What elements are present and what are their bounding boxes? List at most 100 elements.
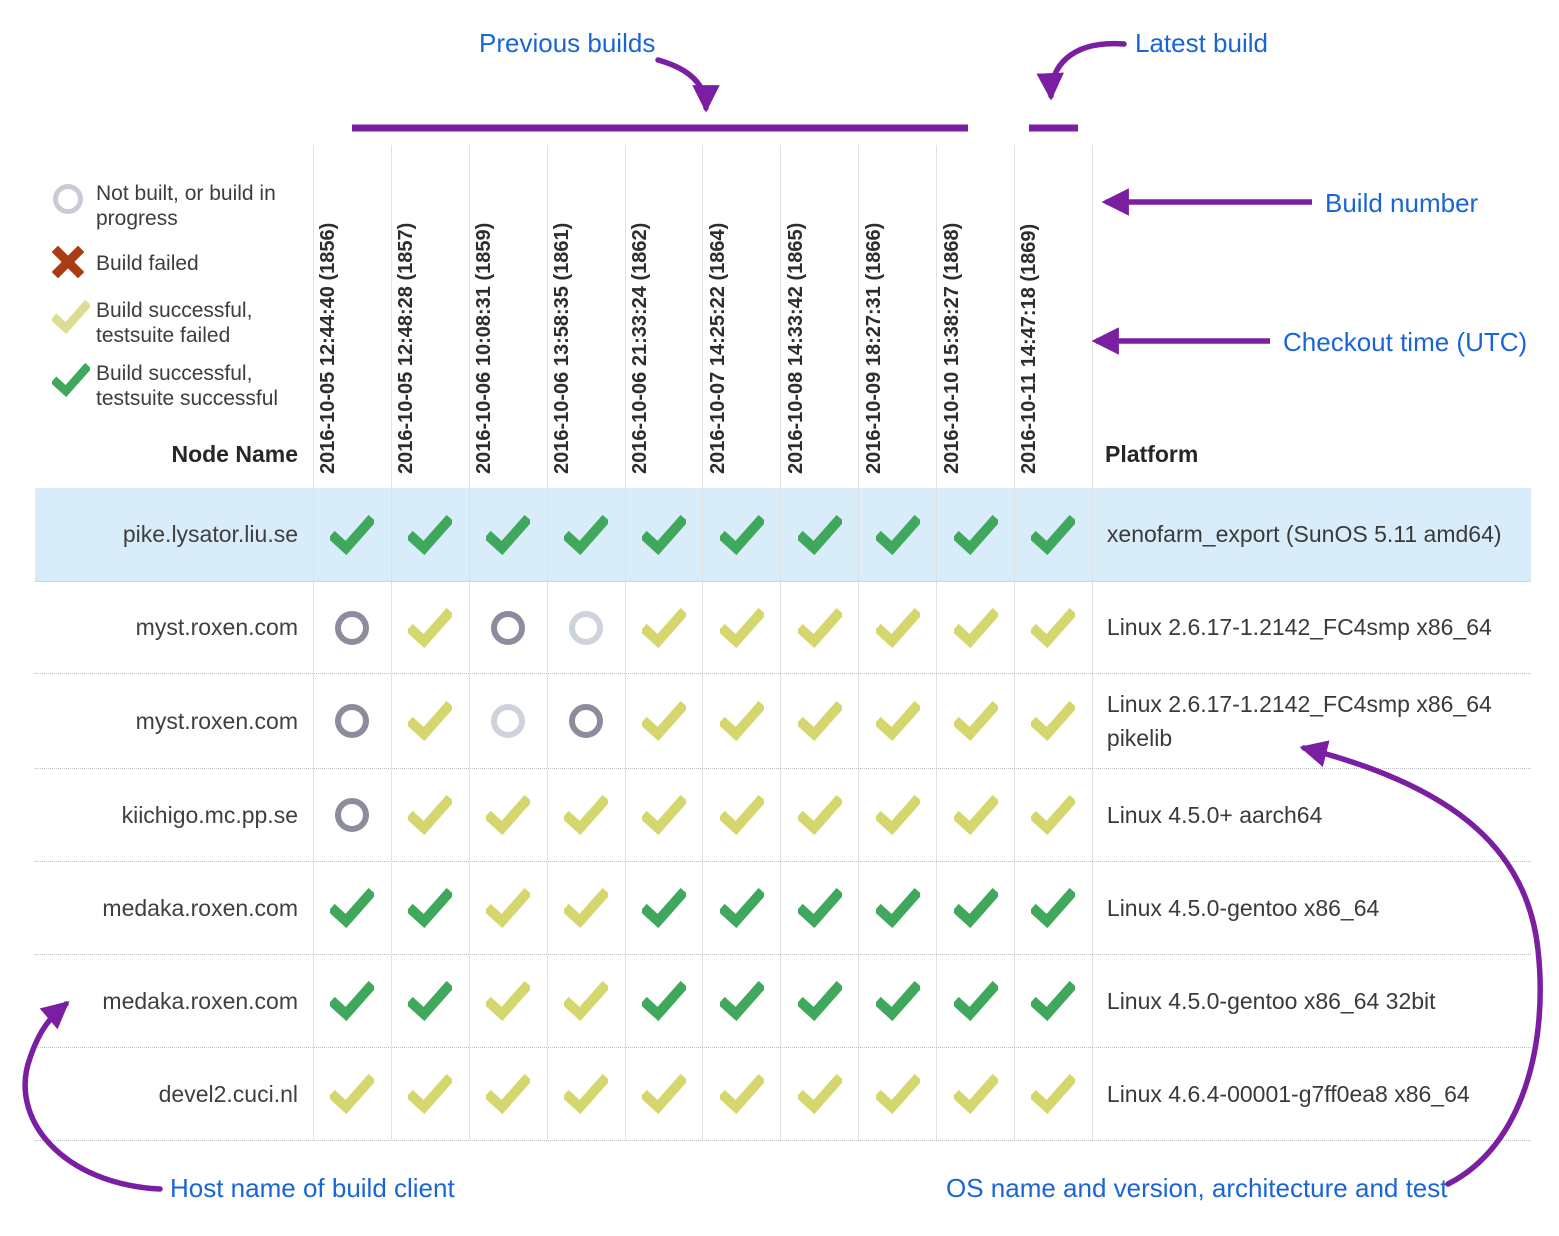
not-built-icon	[52, 182, 96, 231]
legend-item-test-failed: Build successful, testsuite failed	[50, 299, 332, 348]
build-success-test-success-icon	[719, 981, 764, 1021]
build-success-test-failed-icon	[408, 1074, 453, 1114]
status-cell	[390, 582, 469, 673]
status-cell	[546, 582, 625, 673]
build-column-header-text: 2016-10-06 10:08:31 (1859)	[473, 222, 496, 474]
build-column-header: 2016-10-07 14:25:22 (1864)	[702, 145, 780, 488]
build-success-test-failed-icon	[642, 795, 686, 835]
status-cell	[936, 488, 1014, 581]
build-column-header: 2016-10-06 21:33:24 (1862)	[624, 145, 703, 488]
build-success-test-success-icon	[1031, 888, 1076, 928]
build-success-test-success-icon	[408, 981, 453, 1021]
not-built-icon	[335, 798, 370, 832]
build-success-test-failed-icon	[564, 981, 609, 1021]
build-success-test-failed-icon	[719, 607, 764, 648]
build-success-test-success-icon	[719, 514, 764, 555]
status-cell	[780, 1048, 858, 1140]
latest-build-label: Latest build	[1135, 28, 1268, 58]
build-success-test-failed-icon	[953, 795, 998, 835]
build-success-test-failed-icon	[719, 1074, 764, 1114]
build-success-test-success-icon	[330, 981, 375, 1021]
status-cell	[313, 582, 391, 673]
status-cell	[313, 674, 391, 768]
status-cell	[624, 582, 703, 673]
build-success-test-success-icon	[330, 514, 375, 555]
build-success-test-failed-icon	[953, 701, 998, 741]
build-success-test-success-icon	[564, 514, 609, 555]
build-success-test-failed-icon	[50, 299, 96, 348]
node-name: pike.lysator.liu.se	[122, 521, 298, 547]
platform-value: Linux 2.6.17-1.2142_FC4smp x86_64	[1106, 614, 1492, 641]
status-cell	[858, 955, 936, 1047]
status-cell	[468, 862, 547, 954]
status-cell	[936, 582, 1014, 673]
build-success-test-success-icon	[408, 514, 453, 555]
build-column-header-text: 2016-10-07 14:25:22 (1864)	[706, 222, 729, 474]
legend-item-test-success: Build successful, testsuite successful	[50, 362, 332, 411]
build-success-test-failed-icon	[486, 888, 531, 928]
build-success-test-failed-icon	[953, 607, 998, 648]
status-cell	[936, 674, 1014, 768]
build-success-test-failed-icon	[953, 1074, 998, 1114]
table-row: myst.roxen.com Linux 2.6.17-1.2142_FC4sm…	[35, 674, 1531, 769]
build-success-test-failed-icon	[564, 1074, 609, 1114]
status-cell	[936, 1048, 1014, 1140]
status-cell	[546, 955, 625, 1047]
os-name-label: OS name and version, architecture and te…	[946, 1173, 1448, 1203]
build-success-test-failed-icon	[642, 701, 686, 741]
build-success-test-success-icon	[719, 888, 764, 928]
status-cell	[858, 674, 936, 768]
build-success-test-success-icon	[797, 888, 842, 928]
build-failed-icon	[51, 245, 96, 283]
build-column-header: 2016-10-05 12:48:28 (1857)	[390, 145, 469, 488]
node-name: medaka.roxen.com	[102, 987, 298, 1014]
build-success-test-failed-icon	[797, 1074, 842, 1114]
build-success-test-failed-icon	[875, 701, 920, 741]
build-column-header-text: 2016-10-06 13:58:35 (1861)	[551, 222, 574, 474]
build-success-test-failed-icon	[408, 701, 453, 741]
not-built-icon	[335, 704, 370, 738]
status-cell	[702, 488, 780, 581]
build-success-test-failed-icon	[719, 795, 764, 835]
status-cell	[624, 674, 703, 768]
build-column-header: 2016-10-06 10:08:31 (1859)	[468, 145, 547, 488]
platform-value: Linux 4.5.0-gentoo x86_64 32bit	[1106, 987, 1436, 1014]
build-success-test-success-icon	[953, 981, 998, 1021]
status-cells	[313, 582, 1093, 673]
status-cell	[468, 488, 547, 581]
status-cell	[1014, 582, 1092, 673]
status-cell	[702, 1048, 780, 1140]
platform-header: Platform	[1105, 441, 1199, 467]
not-built-icon	[569, 704, 604, 738]
table-row: pike.lysator.liu.se xenofarm_export (Sun…	[35, 488, 1531, 582]
build-success-test-failed-icon	[330, 1074, 375, 1114]
build-column-header: 2016-10-06 13:58:35 (1861)	[546, 145, 625, 488]
status-cell	[1014, 862, 1092, 954]
previous-builds-label: Previous builds	[479, 28, 656, 58]
build-success-test-success-icon	[797, 981, 842, 1021]
build-column-header: 2016-10-05 12:44:40 (1856)	[313, 145, 391, 488]
build-success-test-failed-icon	[408, 795, 453, 835]
status-cell	[1014, 1048, 1092, 1140]
build-success-test-success-icon	[875, 888, 920, 928]
table-row: kiichigo.mc.pp.se Linux 4.5.0+ aarch64	[35, 769, 1531, 862]
status-cells	[313, 488, 1093, 581]
status-cell	[780, 955, 858, 1047]
legend-item-build-failed: Build failed	[51, 245, 332, 283]
status-cell	[1014, 769, 1092, 861]
build-column-header-text: 2016-10-09 18:27:31 (1866)	[862, 222, 885, 474]
status-cells	[313, 955, 1093, 1047]
status-cell	[390, 488, 469, 581]
status-cell	[780, 862, 858, 954]
build-success-test-failed-icon	[408, 607, 453, 648]
status-cell	[313, 488, 391, 581]
platform-value: Linux 4.5.0+ aarch64	[1106, 801, 1323, 828]
status-cell	[780, 674, 858, 768]
build-success-test-success-icon	[642, 981, 686, 1021]
status-cell	[468, 674, 547, 768]
status-cell	[624, 862, 703, 954]
build-success-test-failed-icon	[486, 981, 531, 1021]
build-success-test-success-icon	[1031, 514, 1076, 555]
status-cell	[313, 769, 391, 861]
table-row: medaka.roxen.com Linux 4.5.0-gentoo x86_…	[35, 862, 1531, 955]
